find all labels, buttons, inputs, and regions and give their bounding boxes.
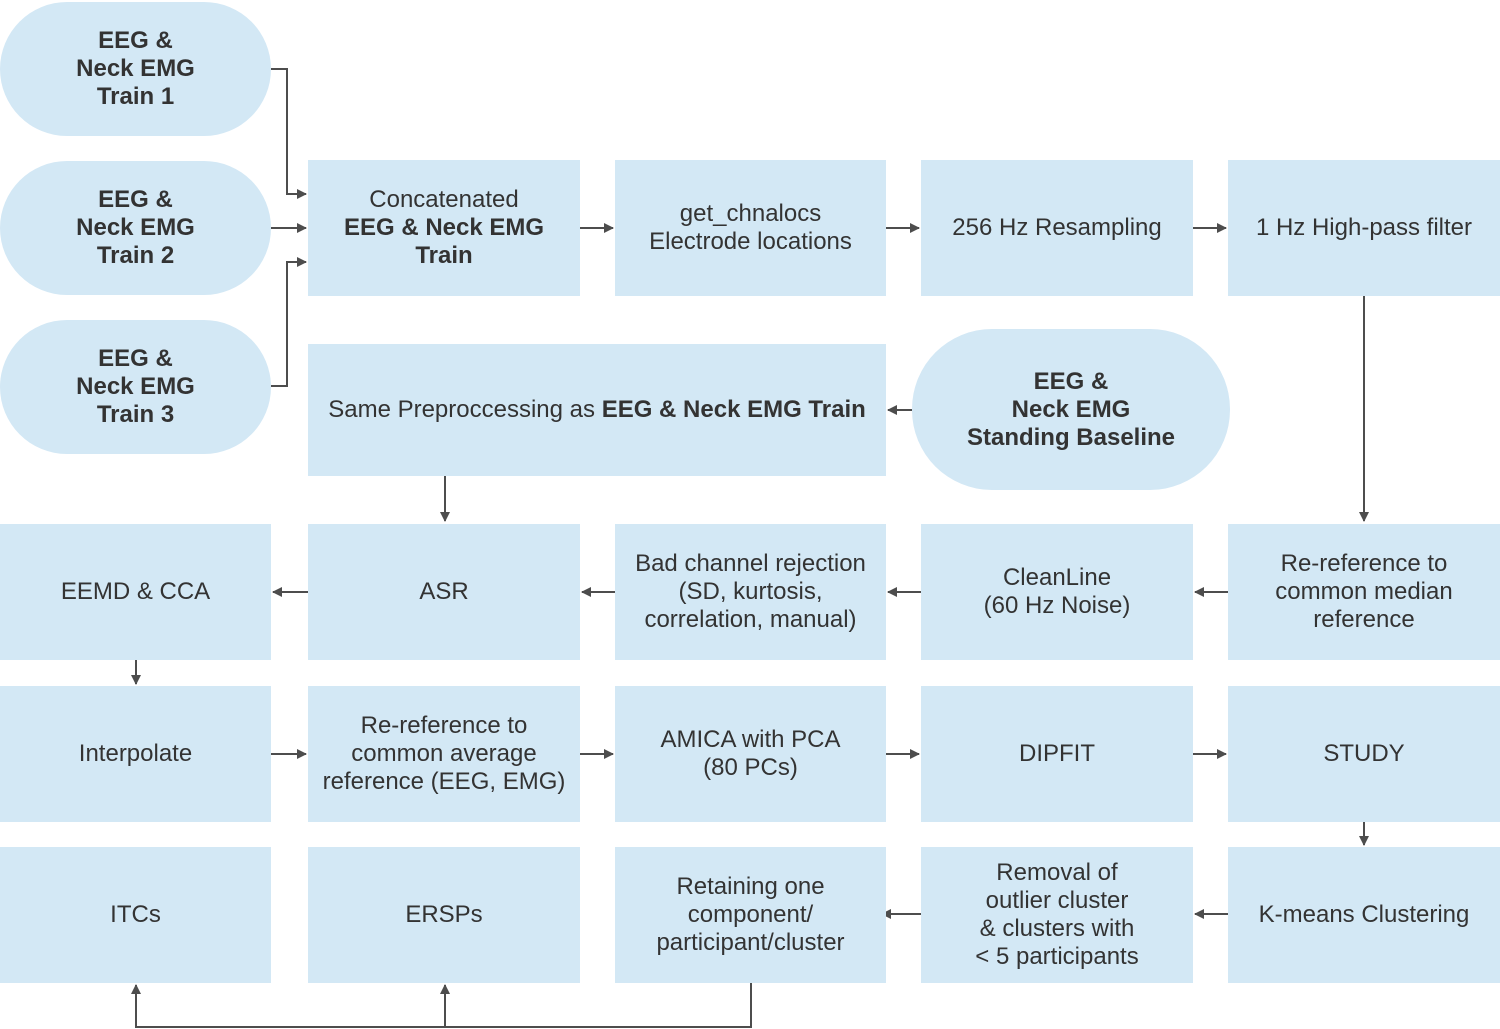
node-removal: Removal of outlier cluster & clusters wi… (921, 847, 1193, 983)
node-train-2-line-2: Neck EMG (76, 214, 195, 241)
node-concatenated-line-1: Concatenated (369, 186, 519, 213)
node-retaining-line-1: Retaining one (676, 873, 825, 900)
node-retaining-line-2: component/ (687, 901, 814, 928)
node-reref-average-line-3: reference (EEG, EMG) (322, 768, 566, 795)
node-highpass-label: 1 Hz High-pass filter (1255, 214, 1473, 241)
node-amica: AMICA with PCA (80 PCs) (615, 686, 886, 822)
node-standing-baseline: EEG & Neck EMG Standing Baseline (912, 329, 1230, 490)
node-chanlocs-line-2: Electrode locations (649, 228, 852, 255)
node-removal-line-3: & clusters with (979, 915, 1135, 942)
node-train-3-line-1: EEG & (98, 345, 173, 372)
node-amica-line-2: (80 PCs) (703, 754, 798, 781)
node-eemd-cca: EEMD & CCA (0, 524, 271, 660)
node-kmeans: K-means Clustering (1228, 847, 1500, 983)
node-train-2: EEG & Neck EMG Train 2 (0, 161, 271, 295)
node-same-preprocessing: Same Preproccessing as EEG & Neck EMG Tr… (308, 344, 886, 476)
node-reref-median-line-3: reference (1313, 606, 1415, 633)
arrow-retaining-to-ersps-itcs (131, 983, 752, 1028)
node-itcs: ITCs (0, 847, 271, 983)
node-concatenated: Concatenated EEG & Neck EMG Train (308, 160, 580, 296)
node-study: STUDY (1228, 686, 1500, 822)
node-bad-channel-line-3: correlation, manual) (644, 606, 857, 633)
node-asr: ASR (308, 524, 580, 660)
node-eemd-cca-label: EEMD & CCA (60, 578, 211, 605)
node-same-preprocessing-prefix: Same Preproccessing as (328, 396, 602, 423)
node-train-1-line-1: EEG & (98, 27, 173, 54)
node-train-1-line-2: Neck EMG (76, 55, 195, 82)
node-bad-channel-line-2: (SD, kurtosis, (678, 578, 823, 605)
node-reref-average: Re-reference to common average reference… (308, 686, 580, 822)
node-cleanline: CleanLine (60 Hz Noise) (921, 524, 1193, 660)
node-dipfit-label: DIPFIT (1019, 740, 1095, 767)
node-concatenated-line-2: EEG & Neck EMG (343, 214, 545, 241)
node-resampling-label: 256 Hz Resampling (952, 214, 1162, 241)
node-bad-channel-line-1: Bad channel rejection (635, 550, 866, 577)
node-retaining: Retaining one component/ participant/clu… (615, 847, 886, 983)
node-ersps: ERSPs (308, 847, 580, 983)
node-concatenated-line-3: Train (415, 242, 473, 269)
node-cleanline-line-2: (60 Hz Noise) (983, 592, 1131, 619)
node-itcs-label: ITCs (110, 901, 161, 928)
arrow-train1-to-concat (271, 68, 307, 199)
node-reref-average-line-2: common average (351, 740, 537, 767)
node-removal-line-2: outlier cluster (985, 887, 1129, 914)
node-removal-line-4: < 5 participants (975, 943, 1139, 970)
node-standing-baseline-line-2: Neck EMG (1011, 395, 1131, 423)
node-removal-line-1: Removal of (996, 859, 1118, 886)
node-train-3: EEG & Neck EMG Train 3 (0, 320, 271, 454)
node-reref-median-line-2: common median (1275, 578, 1453, 605)
node-cleanline-line-1: CleanLine (1002, 564, 1112, 591)
node-standing-baseline-line-1: EEG & (1033, 367, 1109, 395)
node-study-label: STUDY (1323, 740, 1405, 767)
node-reref-median: Re-reference to common median reference (1228, 524, 1500, 660)
node-train-1: EEG & Neck EMG Train 1 (0, 2, 271, 136)
node-train-3-line-3: Train 3 (96, 401, 175, 428)
node-kmeans-label: K-means Clustering (1258, 901, 1470, 928)
node-reref-average-line-1: Re-reference to (360, 712, 528, 739)
node-highpass: 1 Hz High-pass filter (1228, 160, 1500, 296)
node-chanlocs-line-1: get_chnalocs (679, 200, 822, 227)
node-asr-label: ASR (419, 578, 469, 605)
node-amica-line-1: AMICA with PCA (660, 726, 841, 753)
node-interpolate: Interpolate (0, 686, 271, 822)
node-ersps-label: ERSPs (405, 901, 483, 928)
node-bad-channel-rejection: Bad channel rejection (SD, kurtosis, cor… (615, 524, 886, 660)
arrow-train3-to-concat (271, 257, 307, 387)
node-reref-median-line-1: Re-reference to (1280, 550, 1448, 577)
node-same-preprocessing-bold: EEG & Neck EMG Train (601, 396, 866, 423)
node-train-2-line-1: EEG & (98, 186, 173, 213)
node-same-preprocessing-text: Same Preproccessing as EEG & Neck EMG Tr… (328, 396, 866, 424)
node-chanlocs: get_chnalocs Electrode locations (615, 160, 886, 296)
node-train-3-line-2: Neck EMG (76, 373, 195, 400)
node-resampling: 256 Hz Resampling (921, 160, 1193, 296)
node-train-1-line-3: Train 1 (96, 83, 175, 110)
node-standing-baseline-line-3: Standing Baseline (966, 423, 1176, 451)
node-retaining-line-3: participant/cluster (656, 929, 845, 956)
node-train-2-line-3: Train 2 (96, 242, 175, 269)
node-interpolate-label: Interpolate (78, 740, 193, 767)
node-dipfit: DIPFIT (921, 686, 1193, 822)
